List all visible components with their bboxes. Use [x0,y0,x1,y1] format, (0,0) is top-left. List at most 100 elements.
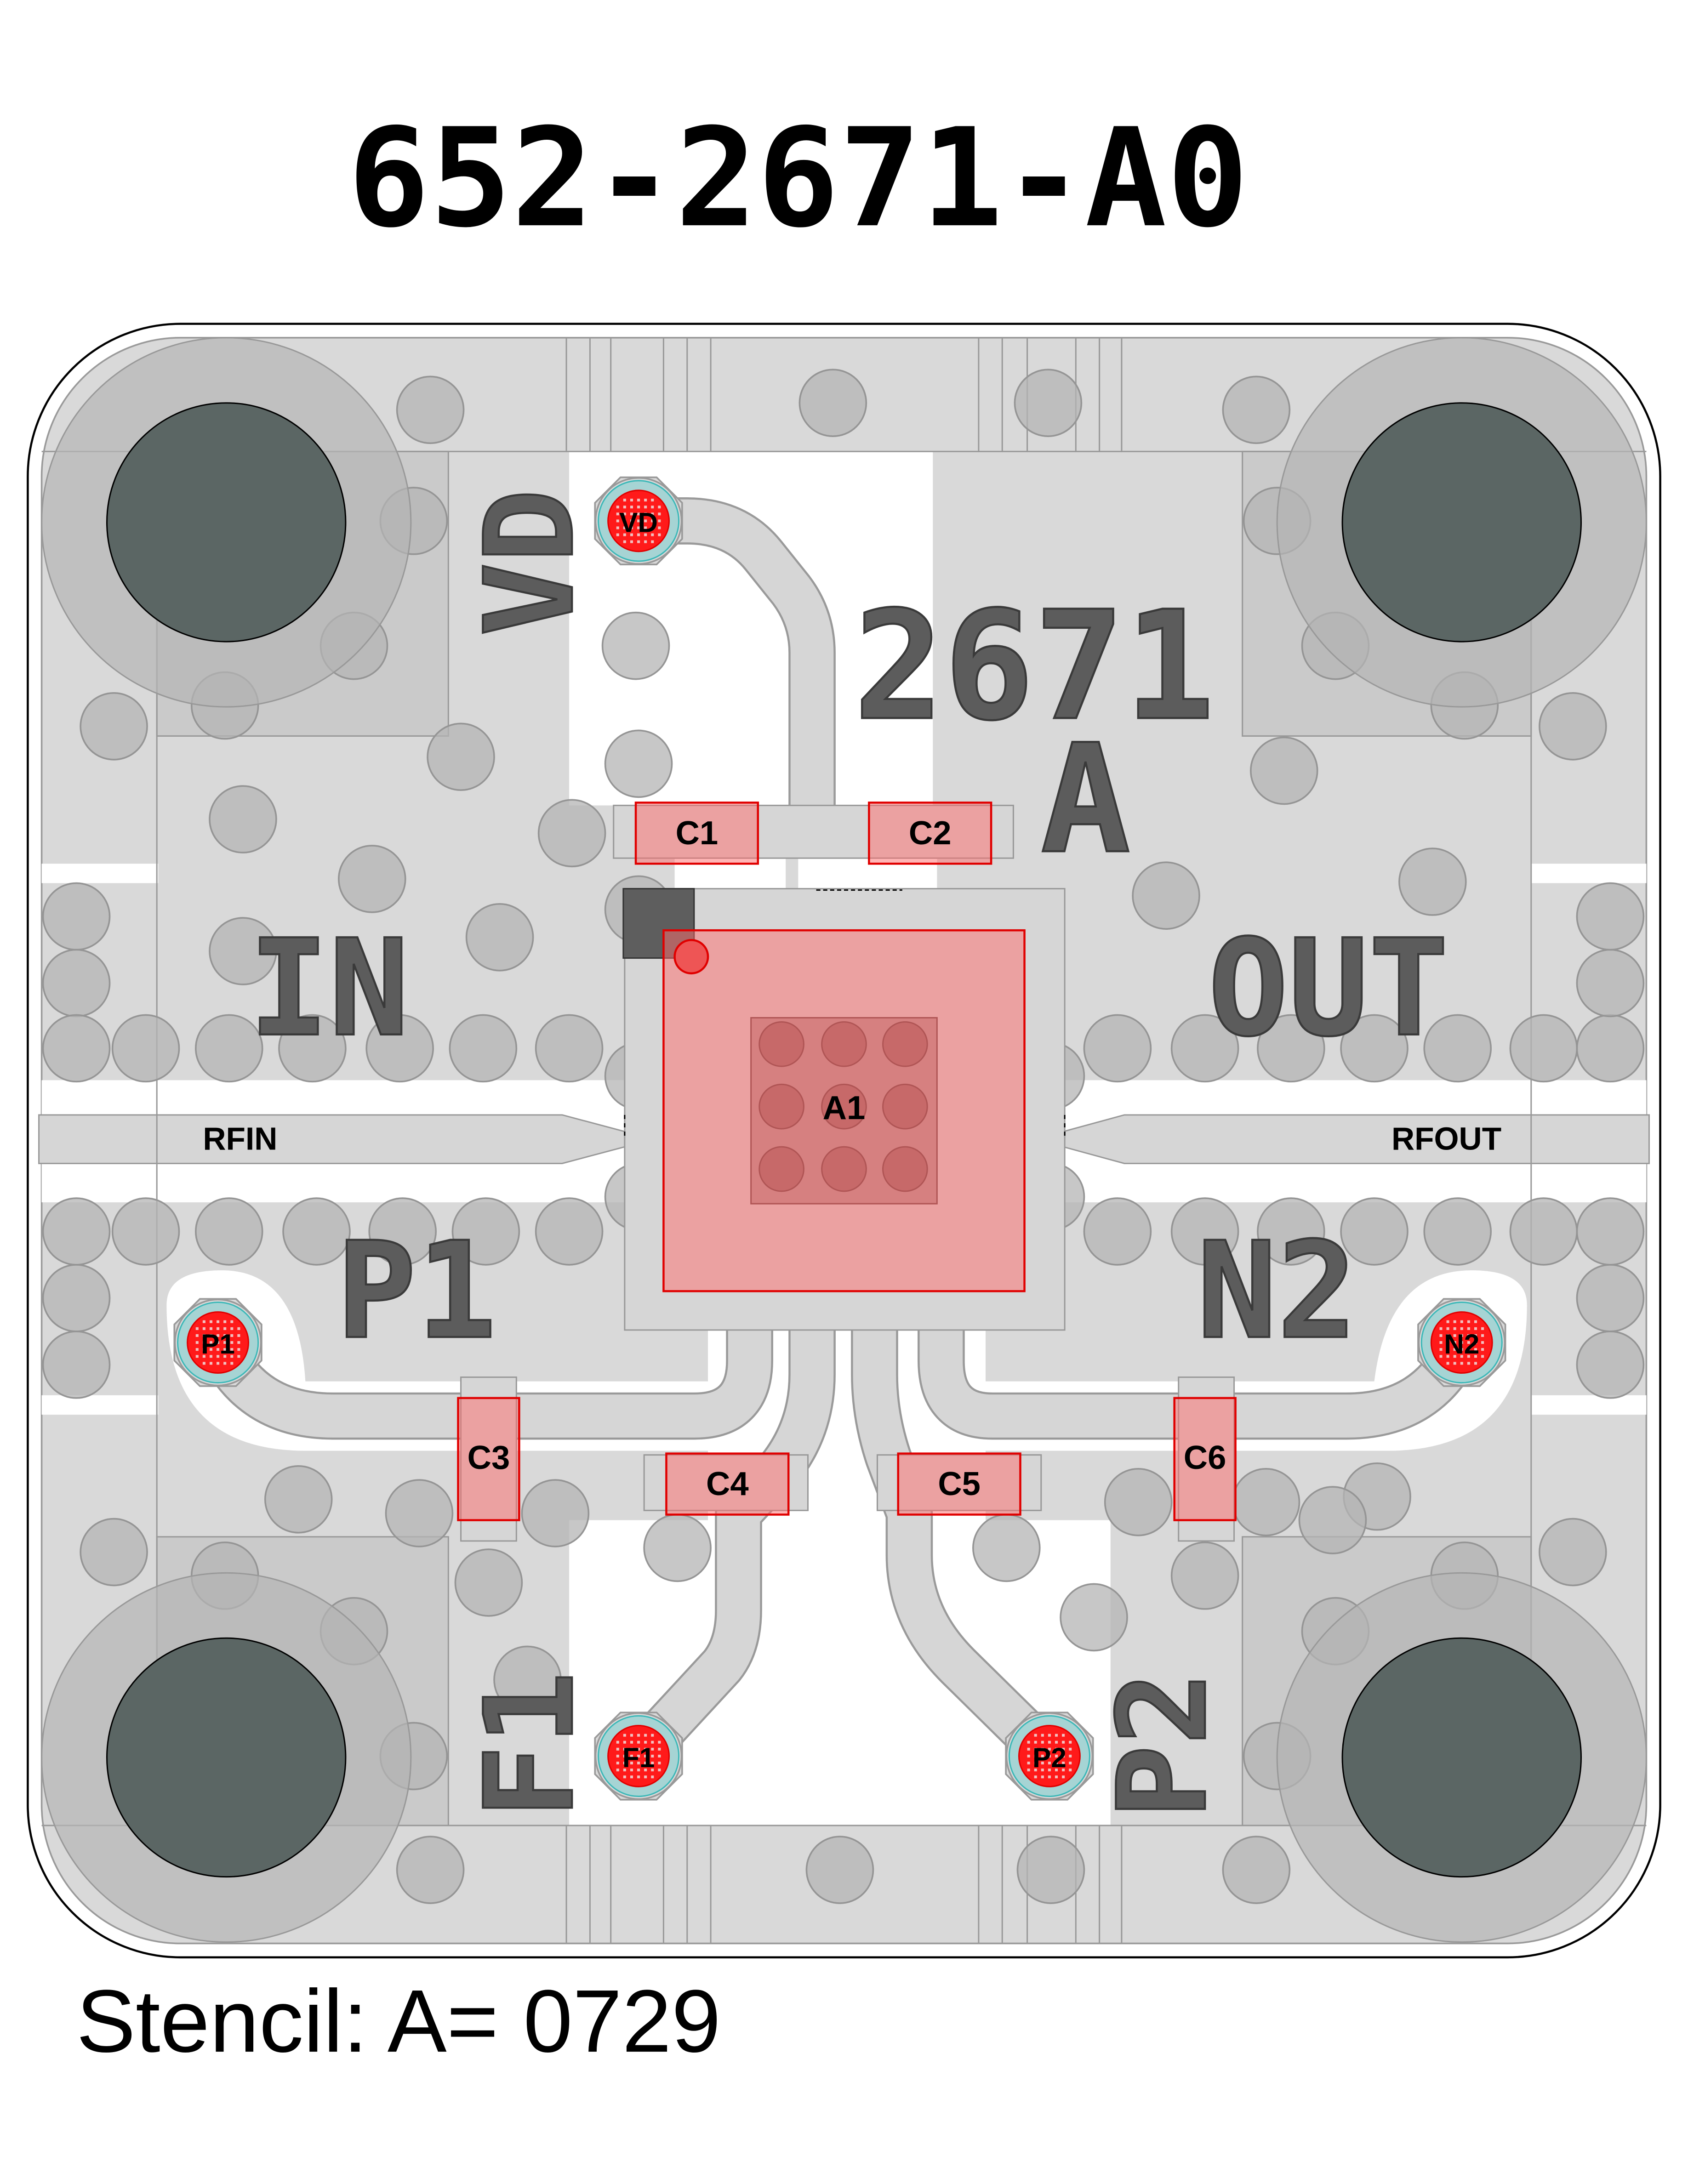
component-a1[interactable]: A1 [662,929,1026,1292]
via [1576,882,1645,951]
component-c5[interactable]: C5 [897,1452,1021,1516]
component-label: C5 [938,1465,981,1502]
via [1222,1836,1291,1904]
via [465,903,534,972]
via [1014,369,1083,437]
test-point-label: P1 [201,1328,235,1359]
via [194,1197,263,1266]
components: A1 C1 C2 C3 C4 C5 C6 [457,802,1237,1521]
rfin-label: RFIN [203,1120,277,1156]
via [42,1197,111,1266]
via [493,1645,562,1714]
rfout-label: RFOUT [1391,1120,1501,1156]
via [111,1014,180,1083]
silk-p2: P2 [1091,1672,1234,1819]
test-point-p2[interactable]: P2 [1005,1712,1094,1801]
via [1104,1468,1173,1536]
via [1222,375,1291,444]
via [42,882,111,951]
via [805,1836,874,1904]
via [368,1197,437,1266]
silk-f1: F1 [458,1672,601,1819]
via [451,1197,520,1266]
test-point-n2[interactable]: N2 [1417,1298,1506,1387]
silk-p1: P1 [336,1214,496,1369]
pin1-indicator [673,939,709,975]
via [385,1479,454,1547]
via [1340,1014,1409,1083]
via [278,1014,347,1083]
thermal-via [758,1146,804,1192]
via [1576,1264,1645,1332]
thermal-via [882,1021,928,1067]
mounting-hole-top-right [1276,337,1647,708]
via [111,1197,180,1266]
component-label: C1 [676,814,719,852]
via [80,1518,148,1587]
via [1398,847,1467,916]
silk-vd: VD [458,489,601,636]
thermal-via [758,1083,804,1130]
component-c3[interactable]: C3 [457,1397,520,1521]
component-c1[interactable]: C1 [634,802,759,865]
via [427,722,495,791]
via [1423,1014,1492,1083]
via [521,1479,590,1547]
via [1298,1486,1367,1554]
rf-output-line [1062,1114,1650,1165]
via [1083,1014,1152,1083]
silk-revision: A [1040,712,1130,887]
via [1509,1014,1578,1083]
mounting-hole-bottom-right [1276,1572,1647,1943]
via [209,917,277,985]
via [194,1014,263,1083]
via [972,1513,1041,1582]
component-c6[interactable]: C6 [1173,1397,1237,1521]
via [1539,1518,1607,1587]
via [1576,1014,1645,1083]
thermal-via [758,1021,804,1067]
thermal-via [882,1083,928,1130]
via [1132,861,1200,930]
via [535,1014,604,1083]
via [209,785,277,853]
via [1249,736,1318,805]
via [454,1548,523,1617]
via [80,692,148,761]
silk-n2: N2 [1197,1214,1357,1369]
thermal-via [821,1146,867,1192]
trace-fill [639,499,834,806]
via [1576,1331,1645,1399]
via [1083,1197,1152,1266]
via [365,1014,434,1083]
component-c2[interactable]: C2 [868,802,992,865]
via [1509,1197,1578,1266]
component-label: A1 [823,1089,866,1126]
via [601,611,670,680]
via [449,1014,518,1083]
via [338,845,406,913]
via [396,375,465,444]
via [604,729,673,798]
via [1576,949,1645,1018]
via [1257,1014,1325,1083]
test-point-f1[interactable]: F1 [594,1712,683,1801]
via [42,949,111,1018]
via [396,1836,465,1904]
test-point-label: F1 [622,1742,655,1773]
test-point-p1[interactable]: P1 [173,1298,262,1387]
via [1170,1541,1239,1610]
test-point-vd[interactable]: VD [594,476,683,566]
via [1423,1197,1492,1266]
component-label: C6 [1184,1439,1226,1476]
via [42,1331,111,1399]
silk-in: IN [249,911,409,1066]
stencil-label: Stencil: A= 0729 [76,1971,721,2070]
component-c4[interactable]: C4 [665,1452,790,1516]
via [42,1264,111,1332]
silkscreen: VD 2671 A IN OUT P1 N2 F1 P2 RFIN RFOUT [203,488,1501,1820]
mounting-holes [41,337,1647,1943]
via [1576,1197,1645,1266]
thermal-via [821,1083,867,1130]
